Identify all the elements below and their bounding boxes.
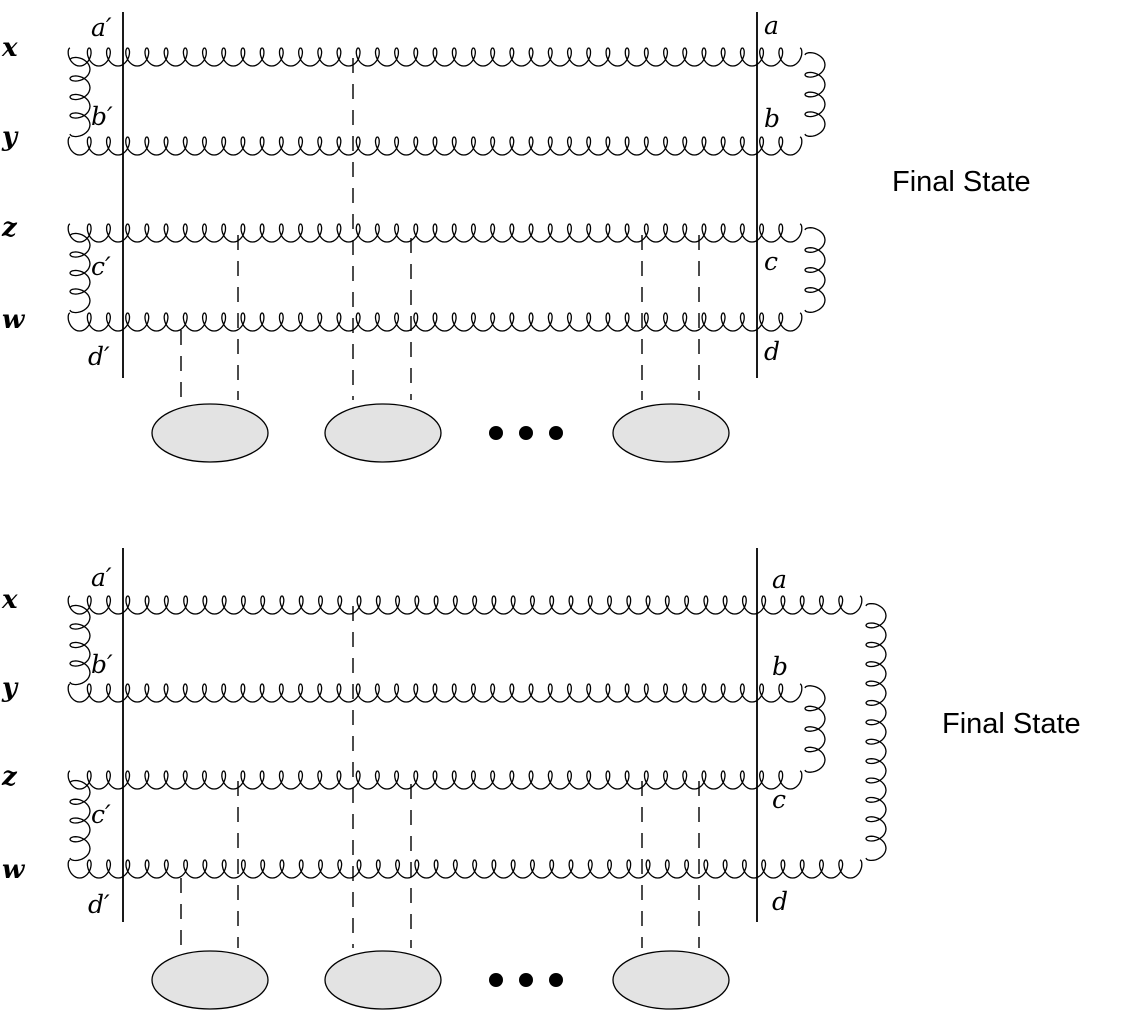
color-label-b-prime: b′ xyxy=(91,650,113,679)
row-label-w: w xyxy=(2,305,26,335)
gluon-line xyxy=(69,232,91,314)
gluon-line xyxy=(67,859,863,879)
color-label-a: a xyxy=(772,565,787,594)
exchange-lines-top xyxy=(180,58,700,400)
gluon-line xyxy=(69,604,91,686)
row-label-z: z xyxy=(1,762,18,792)
gluon-line xyxy=(67,136,803,156)
color-label-d-prime: d′ xyxy=(88,342,110,371)
exchange-lines-bottom xyxy=(180,606,700,948)
row-label-z: z xyxy=(1,213,18,243)
target-blob xyxy=(324,403,442,463)
target-blob xyxy=(151,403,269,463)
target-blobs-bottom xyxy=(151,950,730,1010)
gluon-line xyxy=(67,595,863,615)
target-blob xyxy=(151,950,269,1010)
gluon-line xyxy=(865,602,887,862)
ellipsis-dot xyxy=(519,426,533,440)
row-label-x: x xyxy=(1,585,18,615)
color-label-d: d xyxy=(764,337,780,366)
target-blob xyxy=(612,403,730,463)
color-label-d: d xyxy=(772,887,788,916)
color-label-c: c xyxy=(764,247,778,276)
row-label-y: y xyxy=(1,122,19,152)
panel-top: x y z w a′ b′ c′ d′ a b c d Final State xyxy=(1,11,1031,463)
color-label-d-prime: d′ xyxy=(88,890,110,919)
target-blob xyxy=(324,950,442,1010)
ellipsis-dot xyxy=(549,426,563,440)
gluon-lines-top xyxy=(67,47,826,332)
gluon-line xyxy=(67,770,803,790)
color-label-b-prime: b′ xyxy=(91,102,113,131)
gluon-lines-bottom xyxy=(67,595,887,879)
gluon-line xyxy=(67,223,803,243)
target-blobs-top xyxy=(151,403,730,463)
ellipsis-dot xyxy=(489,426,503,440)
row-label-x: x xyxy=(1,33,18,63)
gluon-line xyxy=(804,227,826,313)
color-label-b: b xyxy=(772,652,788,681)
color-label-c-prime: c′ xyxy=(91,252,111,281)
color-label-b: b xyxy=(764,104,780,133)
ellipsis-dot xyxy=(489,973,503,987)
color-label-a-prime: a′ xyxy=(91,13,112,42)
row-label-w: w xyxy=(2,855,26,885)
final-state-label: Final State xyxy=(942,708,1081,740)
target-blob xyxy=(612,950,730,1010)
ellipsis-dot xyxy=(549,973,563,987)
gluon-line xyxy=(67,312,803,332)
final-state-label: Final State xyxy=(892,166,1031,198)
row-label-y: y xyxy=(1,673,19,703)
gluon-line xyxy=(67,683,803,703)
gluon-line xyxy=(69,56,91,138)
panel-bottom: x y z w a′ b′ c′ d′ a b c d Final State xyxy=(1,548,1081,1010)
color-label-c: c xyxy=(772,785,786,814)
gluon-line xyxy=(67,47,803,67)
color-label-a: a xyxy=(764,11,779,40)
ellipsis-dot xyxy=(519,973,533,987)
color-label-a-prime: a′ xyxy=(91,563,112,592)
gluon-line xyxy=(804,685,826,773)
gluon-line xyxy=(69,779,91,862)
gluon-line xyxy=(804,52,826,137)
color-label-c-prime: c′ xyxy=(91,800,111,829)
